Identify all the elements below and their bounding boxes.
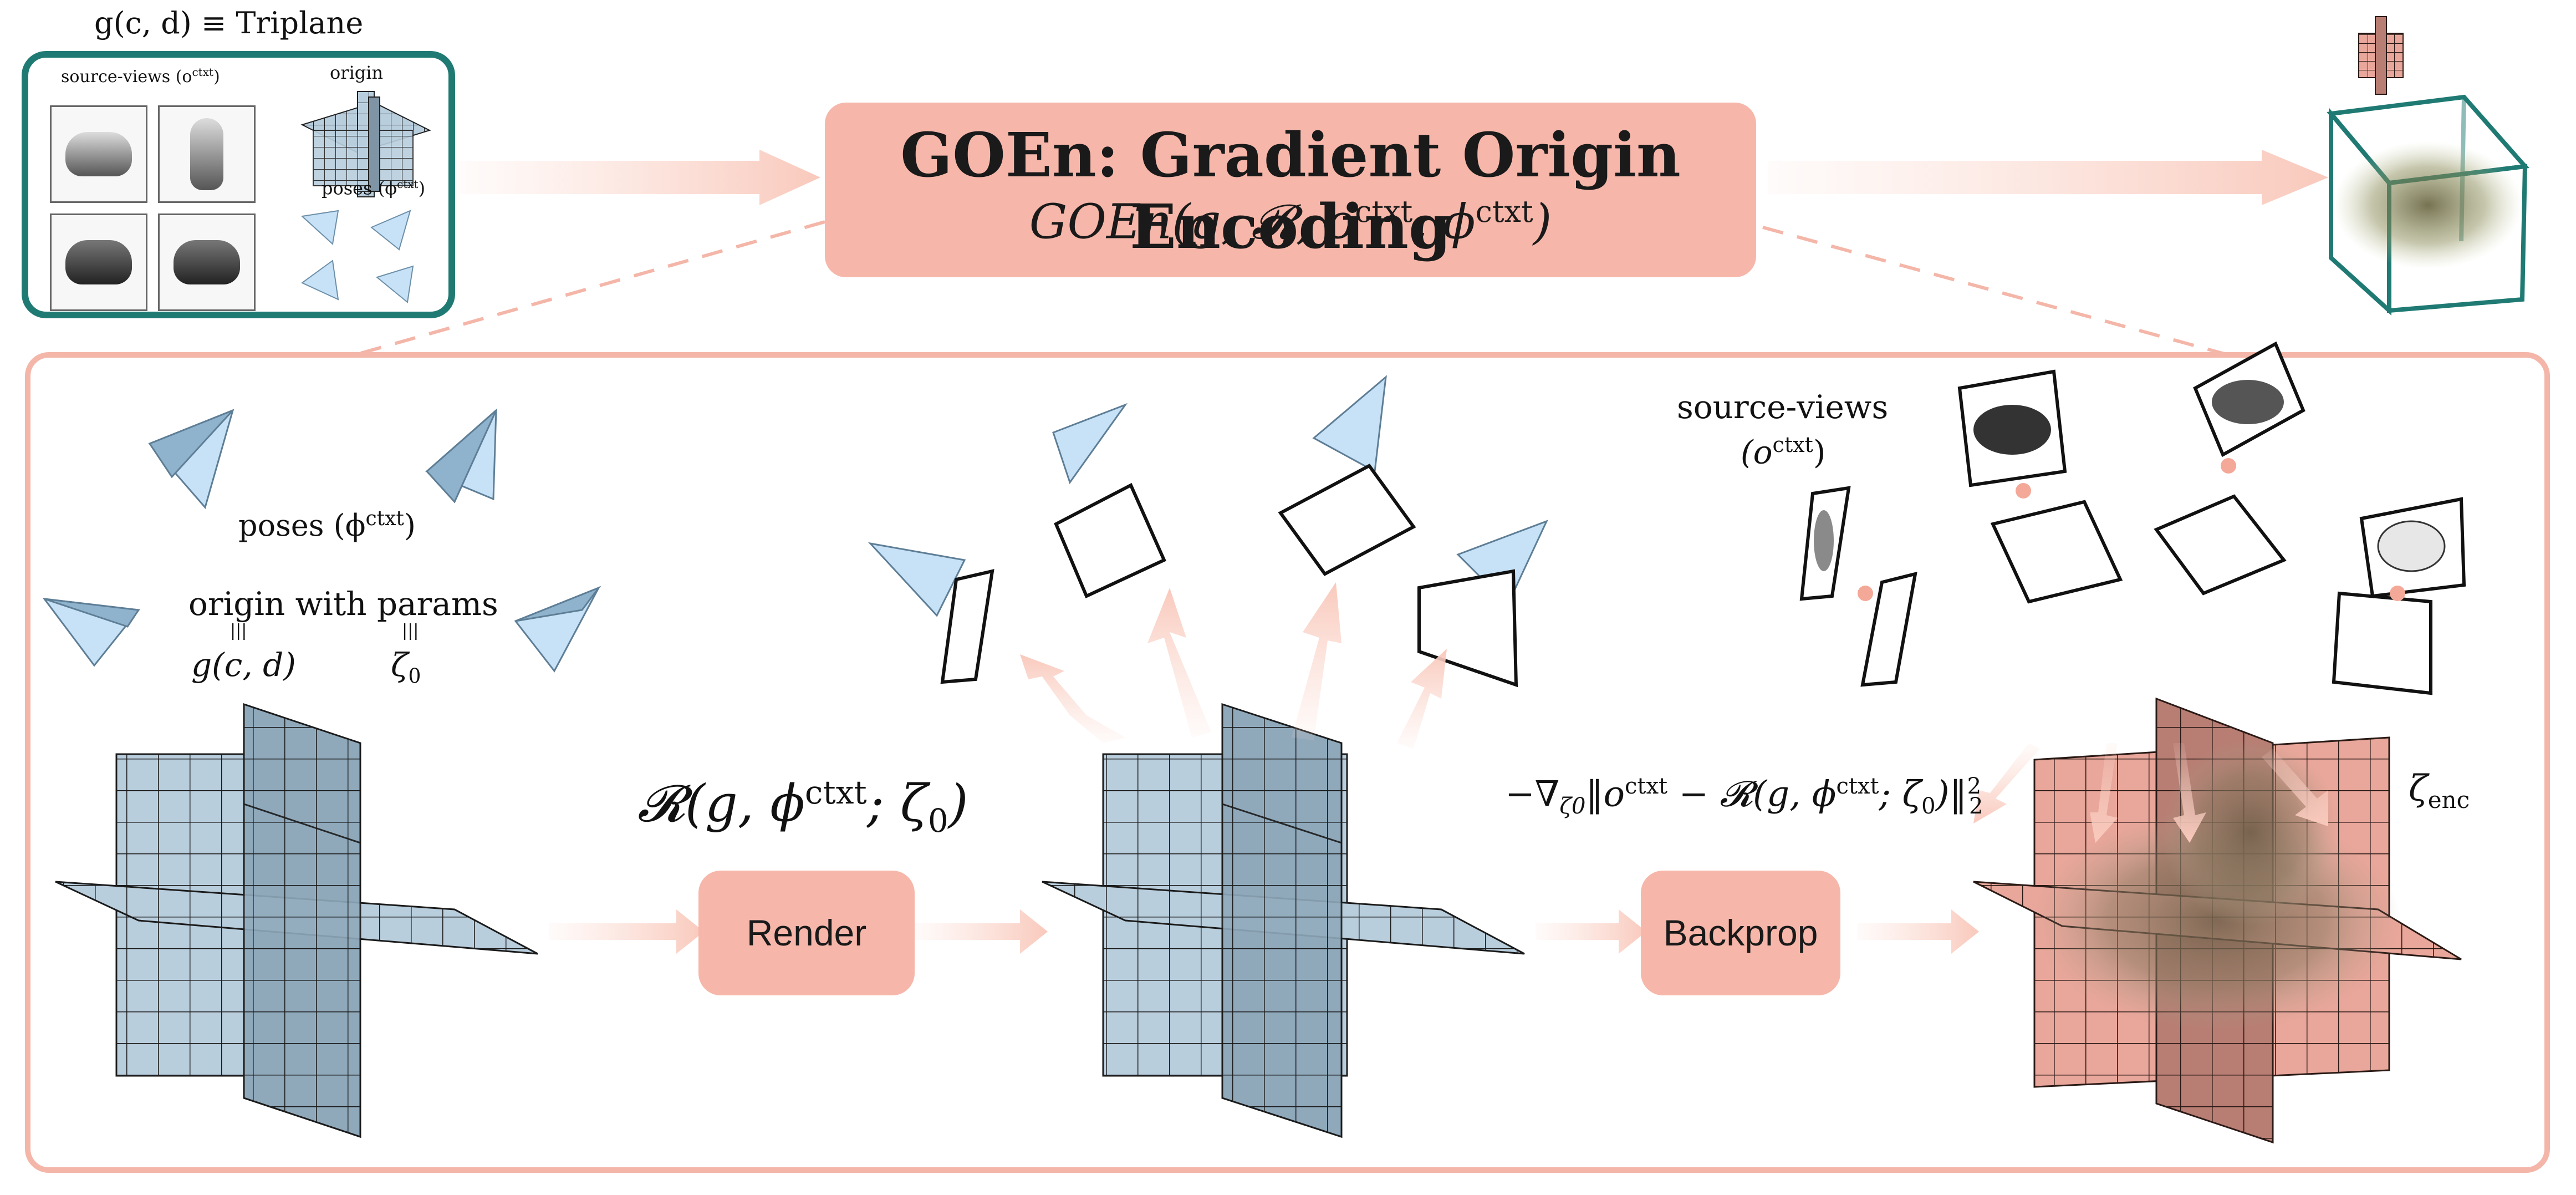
triplane-left <box>55 703 538 1138</box>
arrows-right <box>1973 743 2328 843</box>
source-views-small-close: ) <box>213 67 220 87</box>
goen-formula-sup1: ctxt <box>1355 194 1413 229</box>
poses-small-text: poses (ϕ <box>322 177 397 199</box>
render-formula-sub: 0 <box>927 802 948 840</box>
grad-sup2: ctxt <box>1836 774 1879 799</box>
poses-label: poses (ϕctxt) <box>238 507 416 543</box>
dashed-connector-right <box>1762 226 2229 357</box>
source-views-small-label: source-views (octxt) <box>61 65 220 87</box>
tiny-triplane-topright <box>2358 16 2404 95</box>
grad-sup: ctxt <box>1624 774 1668 799</box>
cameras-left <box>42 408 601 673</box>
poses-label-close: ) <box>404 508 416 543</box>
arrow-top-right <box>1768 150 2328 205</box>
g-label: g(c, d) <box>191 646 296 684</box>
dashed-connector-left <box>354 220 825 357</box>
main-panel <box>25 352 2550 1173</box>
grad-rest2: ; ζ <box>1879 774 1922 815</box>
grad-text: −∇ <box>1505 774 1560 815</box>
source-views-small-text: source-views (o <box>61 67 192 87</box>
source-views-o-sup: ctxt <box>1772 433 1813 457</box>
zeta-enc-text: ζ <box>2409 768 2428 809</box>
source-view-frames <box>1799 341 2466 601</box>
source-views-o-text: (o <box>1741 433 1773 471</box>
poses-label-sup: ctxt <box>365 507 404 530</box>
triplane-title-text: g(c, d) ≡ Triplane <box>94 6 364 40</box>
triplane-right <box>1973 697 2462 1144</box>
arrows-middle <box>1020 582 1447 749</box>
controller-icon <box>65 132 132 176</box>
poses-small-label: poses (ϕctxt) <box>322 177 425 199</box>
grad-sub2: 0 <box>1921 794 1936 820</box>
thumbnail-1 <box>50 105 147 203</box>
thumbnail-2 <box>158 105 256 203</box>
grad-pow: 2 <box>1967 774 1982 799</box>
grad-end: )‖ <box>1935 774 1967 815</box>
poses-small-sup: ctxt <box>397 177 419 191</box>
thumbnail-3 <box>50 213 147 311</box>
source-view-controllers <box>1814 380 2446 572</box>
grad-rest: − 𝓡(g, ϕ <box>1667 774 1837 815</box>
render-planes-right <box>1860 494 2432 695</box>
render-formula: 𝓡(g, ϕctxt; ζ0) <box>637 774 968 840</box>
origin-params-label: origin with params <box>188 585 498 623</box>
controller-icon <box>174 240 240 284</box>
render-button[interactable]: Render <box>698 871 915 995</box>
origin-small-label: origin <box>330 62 384 83</box>
triplane-box <box>22 51 455 318</box>
reconstruction-blob <box>2334 141 2522 269</box>
poses-label-text: poses (ϕ <box>238 508 366 543</box>
source-views-label: source-views <box>1677 388 1889 426</box>
render-formula-end: ; ζ <box>866 774 928 833</box>
arrow-top-left <box>460 150 820 205</box>
zeta-enc-label: ζenc <box>2409 768 2470 813</box>
goen-formula: GOEn(g, 𝓡, octxt, ϕctxt) <box>825 194 1756 251</box>
grad-mid: ‖o <box>1585 774 1625 815</box>
render-formula-sup: ctxt <box>804 774 867 811</box>
small-cameras <box>300 210 414 303</box>
arrow-to-render <box>549 909 704 954</box>
image-planes-middle <box>940 464 1518 688</box>
controller-icon <box>65 240 132 284</box>
poses-small-close: ) <box>418 177 426 199</box>
thumbnail-4 <box>158 213 256 311</box>
minus-signs <box>1858 458 2405 601</box>
arrow-from-backprop <box>1857 909 1979 954</box>
goen-formula-end: ) <box>1533 194 1552 250</box>
arrow-to-backprop <box>1536 909 1646 954</box>
goen-formula-mid: , ϕ <box>1412 194 1476 250</box>
goen-title: GOEn: Gradient Origin Encoding <box>900 119 1681 262</box>
controller-icon <box>190 118 223 190</box>
zeta0-text: ζ <box>391 646 409 684</box>
triplane-title: g(c, d) ≡ Triplane <box>94 6 363 40</box>
gradient-formula: −∇ζ0‖octxt − 𝓡(g, ϕctxt; ζ0)‖22 <box>1505 774 1983 819</box>
small-triplane <box>300 91 431 197</box>
goen-formula-text: GOEn(g, 𝓡, o <box>1029 194 1355 250</box>
source-views-o: (octxt) <box>1741 433 1825 471</box>
equiv-mark-2: ||| <box>402 621 419 640</box>
cameras-middle <box>868 375 1548 617</box>
render-formula-close: ) <box>948 774 968 833</box>
equiv-mark-1: ||| <box>230 621 247 640</box>
grad-sub: ζ0 <box>1559 794 1586 820</box>
render-formula-text: 𝓡(g, ϕ <box>637 774 805 833</box>
source-views-o-close: ) <box>1813 433 1826 471</box>
arrow-from-render <box>915 909 1048 954</box>
zeta0-label: ζ0 <box>391 646 421 688</box>
zeta0-sub: 0 <box>408 665 421 688</box>
goen-title-box: GOEn: Gradient Origin Encoding GOEn(g, 𝓡… <box>825 103 1756 277</box>
backprop-button[interactable]: Backprop <box>1641 871 1840 995</box>
goen-formula-sup2: ctxt <box>1475 194 1533 229</box>
triplane-middle <box>1042 703 1525 1138</box>
grad-subend: 2 <box>1969 794 1983 820</box>
source-views-small-sup: ctxt <box>192 65 214 79</box>
zeta-enc-sub: enc <box>2427 786 2470 813</box>
